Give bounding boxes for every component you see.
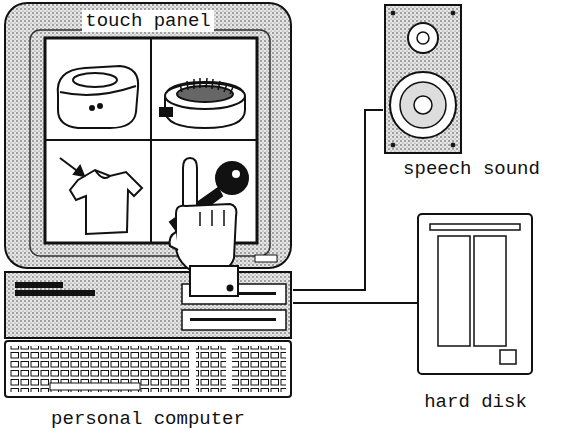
- device-node: touch panel: [3, 2, 293, 270]
- device-node: personal computer: [3, 272, 293, 432]
- floppy-drive: [182, 310, 286, 330]
- device-label: personal computer: [48, 408, 248, 430]
- key-picture: [170, 162, 248, 230]
- screen: [45, 38, 257, 243]
- keyboard-keys: [10, 346, 190, 392]
- power-switch: [255, 255, 277, 262]
- device-node: speech sound: [383, 2, 560, 180]
- device-label: speech sound: [400, 158, 543, 180]
- speaker: [385, 5, 461, 153]
- shirt-picture: [60, 158, 142, 234]
- keyboard-keys: [196, 346, 226, 392]
- grid-line: [45, 139, 257, 141]
- space-bar: [50, 383, 140, 390]
- unit-badge: [15, 282, 63, 288]
- cable: [293, 110, 383, 290]
- unit-badge: [15, 290, 95, 296]
- keyboard: [5, 341, 291, 397]
- keyboard-body: [5, 341, 291, 397]
- monitor-bezel: [30, 30, 270, 256]
- monitor: [5, 3, 291, 268]
- purse-picture: [58, 66, 138, 128]
- monitor-frame: [5, 3, 291, 268]
- floppy-drive: [182, 284, 286, 304]
- system-unit: [5, 272, 291, 338]
- device-label: touch panel: [82, 10, 213, 32]
- keyboard-keys: [232, 346, 286, 392]
- cable: [293, 302, 418, 304]
- unit-body: [5, 272, 291, 338]
- hard-disk-unit: [418, 214, 532, 374]
- pointing-hand: [170, 158, 238, 296]
- drive-slot: [190, 292, 276, 295]
- device-node: hard disk: [418, 212, 533, 417]
- brush-picture: [160, 78, 245, 128]
- drive-slot: [190, 318, 276, 321]
- device-label: hard disk: [421, 391, 530, 413]
